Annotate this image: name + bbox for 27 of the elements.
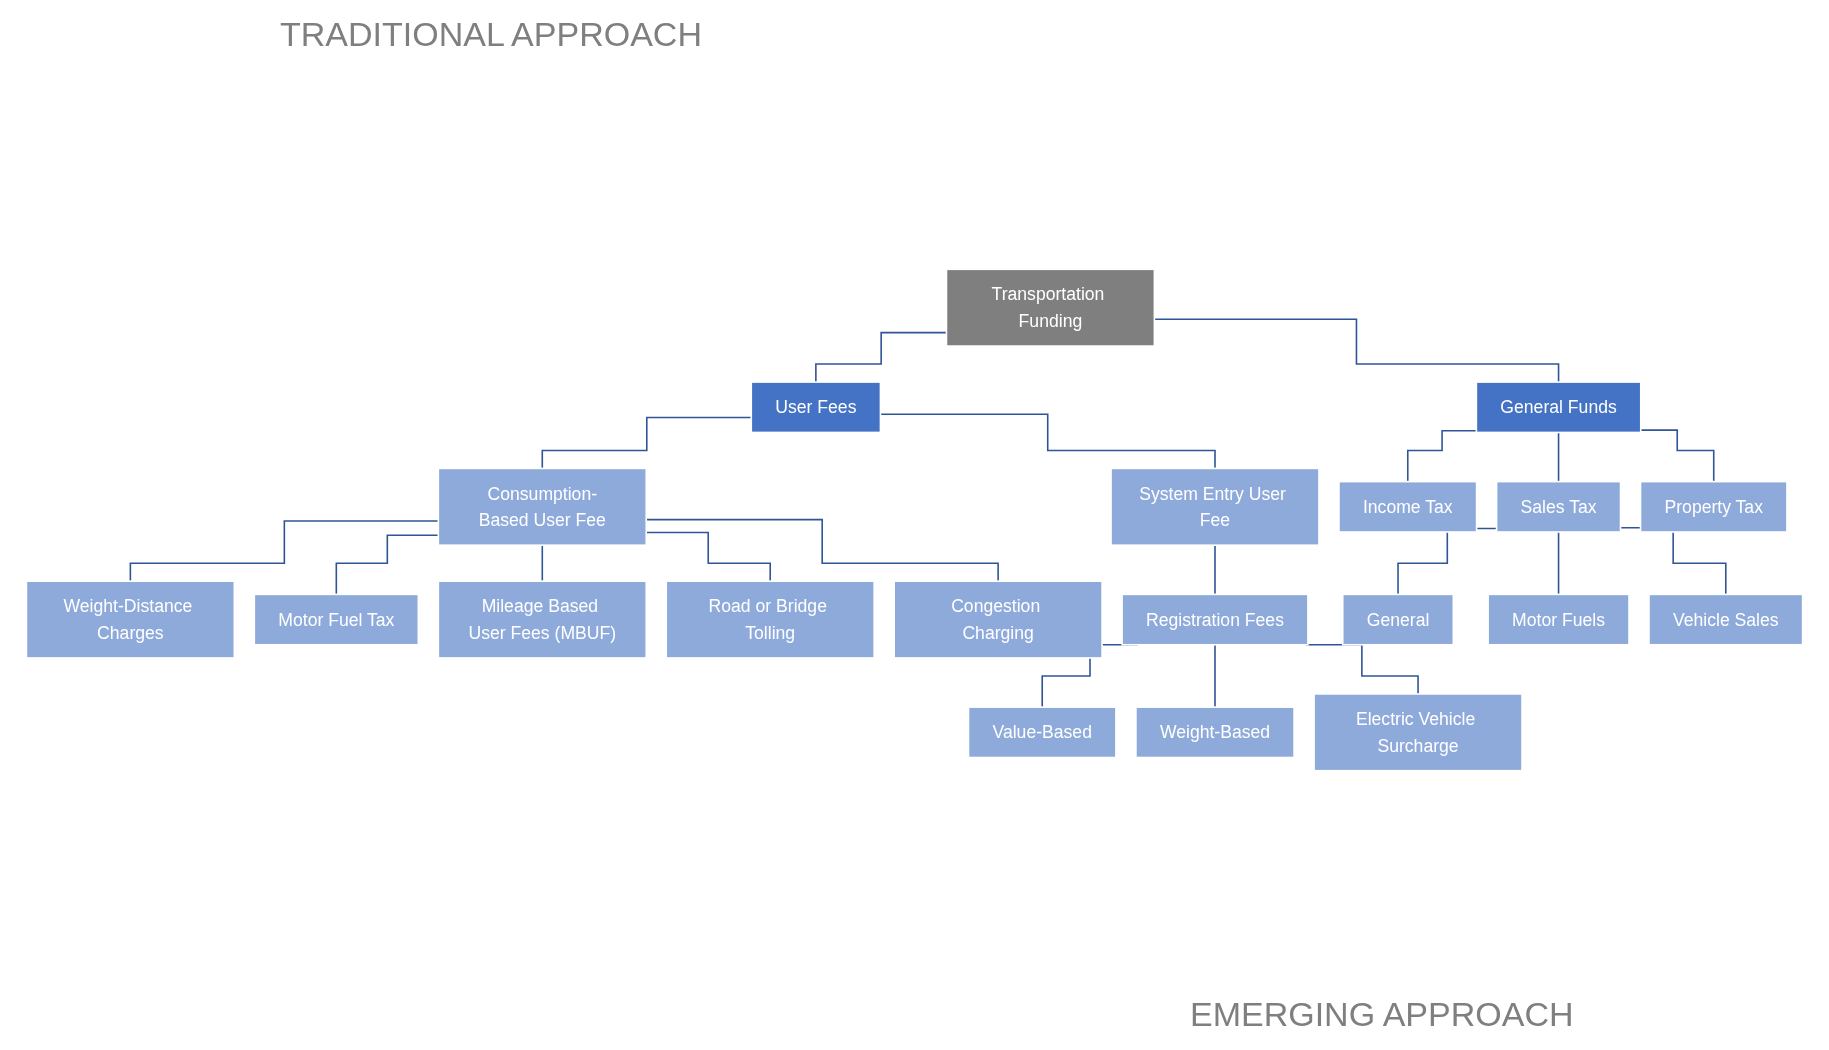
node-box: Sales Tax	[1495, 480, 1622, 533]
node-box: Income Tax	[1338, 480, 1478, 533]
node-box: User Fees	[750, 381, 882, 434]
node-box: Weight-Distance Charges	[25, 580, 236, 659]
node-box: Road or Bridge Tolling	[665, 580, 875, 659]
node-box: Registration Fees	[1121, 593, 1309, 646]
node-box: Motor Fuels	[1487, 593, 1630, 646]
node-box: Value-Based	[967, 706, 1117, 759]
node-box: General Funds	[1475, 381, 1642, 434]
node-box: Mileage Based User Fees (MBUF)	[437, 580, 648, 659]
connector	[1214, 544, 1216, 596]
node-box: Vehicle Sales	[1648, 593, 1804, 646]
connector	[541, 544, 544, 582]
node-box: Congestion Charging	[893, 580, 1103, 659]
node-box: Electric Vehicle Surcharge	[1313, 693, 1523, 772]
node-box: Consumption-Based User Fee	[437, 467, 648, 546]
node-box: Weight-Based	[1135, 706, 1295, 759]
node-box: General	[1341, 593, 1455, 646]
connector	[1557, 431, 1560, 483]
node-box: Motor Fuel Tax	[253, 593, 420, 646]
node-box: Transportation Funding	[945, 268, 1156, 347]
section-heading: EMERGING APPROACH	[1190, 995, 1574, 1034]
connector	[1557, 531, 1560, 596]
connector	[1214, 643, 1216, 708]
node-box: Property Tax	[1639, 480, 1788, 533]
section-heading: TRADITIONAL APPROACH	[280, 15, 702, 54]
node-box: System Entry User Fee	[1110, 467, 1320, 546]
